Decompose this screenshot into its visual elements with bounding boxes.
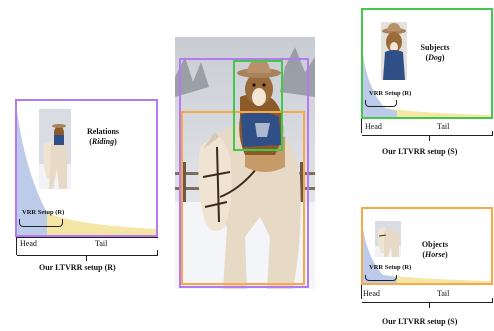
relations-title: Relations (Riding)	[75, 127, 131, 147]
objects-panel: Objects (Horse) VRR Setup (R)	[361, 207, 493, 285]
objects-long-tail-curve	[363, 229, 491, 283]
long-tail-distribution-curve	[17, 111, 156, 235]
relations-bounding-box	[179, 58, 309, 288]
relations-title-predicate: Riding	[91, 137, 115, 146]
relations-setup-bracket-notch	[86, 255, 87, 261]
subject-dog-bounding-box	[233, 60, 283, 151]
objects-tail-label: Tail	[437, 289, 450, 298]
subjects-title-class: Dog	[428, 53, 442, 62]
objects-setup-caption: Our LTVRR setup (S)	[382, 317, 458, 326]
objects-axis-left-tick	[361, 285, 362, 299]
objects-title: Objects (Horse)	[407, 240, 463, 260]
subjects-title-line1: Subjects	[420, 43, 450, 52]
subjects-title: Subjects (Dog)	[409, 43, 461, 63]
object-horse-bounding-box	[181, 111, 305, 285]
subjects-vrr-setup-label: VRR Setup (R)	[369, 90, 412, 97]
objects-setup-bracket-notch	[429, 302, 430, 308]
objects-title-line2: (Horse)	[422, 250, 448, 259]
subjects-vrr-bracket	[365, 100, 397, 107]
relations-axis-left-tick	[16, 237, 17, 255]
subjects-setup-caption: Our LTVRR setup (S)	[382, 147, 458, 156]
relations-setup-caption: Our LTVRR setup (R)	[39, 263, 116, 272]
relations-title-line1: Relations	[87, 127, 119, 136]
dog-in-hat-photo-icon	[381, 22, 407, 80]
subjects-panel: Subjects (Dog) VRR Setup (R)	[361, 8, 493, 119]
subjects-head-label: Head	[365, 122, 382, 131]
objects-vrr-bracket	[365, 275, 397, 281]
relations-tail-label: Tail	[95, 239, 108, 248]
center-photo	[175, 37, 315, 289]
horse-photo-icon	[375, 221, 401, 257]
objects-setup-bracket	[362, 298, 493, 303]
relations-vrr-bracket	[19, 219, 63, 227]
objects-title-class: Horse	[425, 250, 445, 259]
subjects-setup-bracket	[362, 131, 493, 136]
objects-head-label: Head	[363, 289, 380, 298]
subject-thumbnail	[381, 22, 407, 80]
subjects-title-line2: (Dog)	[425, 53, 445, 62]
subjects-tail-label: Tail	[437, 122, 450, 131]
relations-head-label: Head	[20, 239, 37, 248]
relations-vrr-setup-label: VRR Setup (R)	[22, 209, 65, 216]
object-thumbnail	[375, 221, 401, 257]
relations-axis	[16, 237, 158, 239]
subjects-long-tail-curve	[363, 55, 491, 117]
relations-panel: Relations (Riding) VRR Setup (R)	[15, 99, 158, 237]
dog-riding-horse-photo-icon	[39, 109, 71, 189]
dog-riding-horse-photo	[175, 37, 315, 289]
subjects-axis-left-tick	[361, 119, 362, 133]
objects-title-line1: Objects	[421, 240, 449, 249]
relations-setup-bracket	[17, 250, 158, 256]
subjects-setup-bracket-notch	[429, 135, 430, 141]
relations-title-line2: (Riding)	[89, 137, 117, 146]
relation-thumbnail	[39, 109, 71, 189]
objects-vrr-setup-label: VRR Setup (R)	[369, 264, 412, 271]
